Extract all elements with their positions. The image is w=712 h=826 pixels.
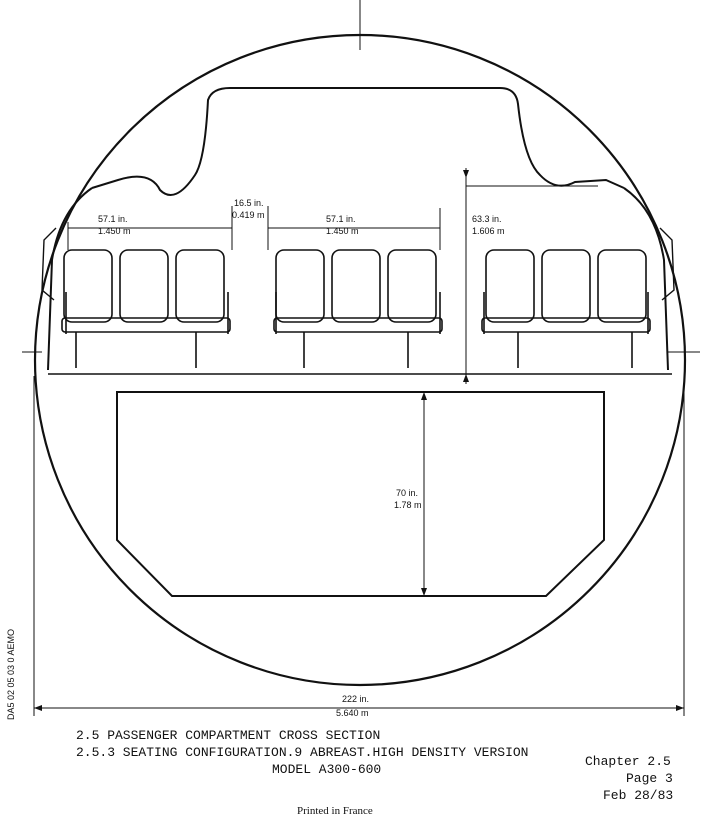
- seat-left-3: [175, 249, 225, 323]
- cargo-hold-outline: [116, 391, 605, 597]
- seat-group-center: [273, 249, 443, 368]
- seat-group-right: [481, 249, 651, 368]
- dim-fuselage-in: 222 in.: [342, 694, 369, 704]
- dim-center-seats-m: 1.450 m: [326, 226, 359, 236]
- fuselage-outline: [33, 33, 687, 687]
- dim-center-seats-in: 57.1 in.: [326, 214, 356, 224]
- dim-left-seats-m: 1.450 m: [98, 226, 131, 236]
- seat-center-3: [387, 249, 437, 323]
- arrow-cargo-top: [421, 392, 427, 400]
- seat-right-cushion: [481, 317, 651, 333]
- caption-line-2: 2.5.3 SEATING CONFIGURATION.9 ABREAST.HI…: [76, 745, 529, 760]
- dim-left-seats-in: 57.1 in.: [98, 214, 128, 224]
- caption-line-1: 2.5 PASSENGER COMPARTMENT CROSS SECTION: [76, 728, 381, 743]
- caption-line-3: MODEL A300-600: [272, 762, 382, 777]
- dim-ceiling-in: 63.3 in.: [472, 214, 502, 224]
- page-ref-page: Page 3: [626, 771, 673, 786]
- left-sidewall: [47, 187, 93, 371]
- seat-rows: [61, 249, 651, 368]
- arrow-cargo-bottom: [421, 588, 427, 596]
- dim-fuselage-m: 5.640 m: [336, 708, 369, 718]
- seat-center-2: [331, 249, 381, 323]
- seat-right-3: [597, 249, 647, 323]
- arrow-ceiling-top: [463, 170, 469, 178]
- left-window-panel: [41, 227, 57, 301]
- dim-aisle-in: 16.5 in.: [234, 198, 264, 208]
- footer-printed: Printed in France: [297, 805, 373, 817]
- overhead-bin-contour: [91, 87, 625, 196]
- arrow-ceiling-bottom: [463, 374, 469, 382]
- dim-cargo-in: 70 in.: [396, 488, 418, 498]
- arrow-width-right: [676, 705, 684, 711]
- seat-left-1: [63, 249, 113, 323]
- page-ref-date: Feb 28/83: [603, 788, 674, 803]
- seat-right-1: [485, 249, 535, 323]
- side-code: DA5 02 05 03 0 AEMO: [6, 629, 16, 720]
- dim-cargo-m: 1.78 m: [394, 500, 422, 510]
- dim-aisle-m: 0.419 m: [232, 210, 265, 220]
- arrow-width-left: [34, 705, 42, 711]
- page-ref-chapter: Chapter 2.5: [585, 754, 671, 769]
- seat-left-cushion: [61, 317, 231, 333]
- dim-ceiling-m: 1.606 m: [472, 226, 505, 236]
- seat-center-1: [275, 249, 325, 323]
- seat-right-2: [541, 249, 591, 323]
- right-window-panel: [659, 227, 675, 301]
- right-sidewall: [623, 187, 669, 371]
- seat-group-left: [61, 249, 231, 368]
- seat-center-cushion: [273, 317, 443, 333]
- seat-left-2: [119, 249, 169, 323]
